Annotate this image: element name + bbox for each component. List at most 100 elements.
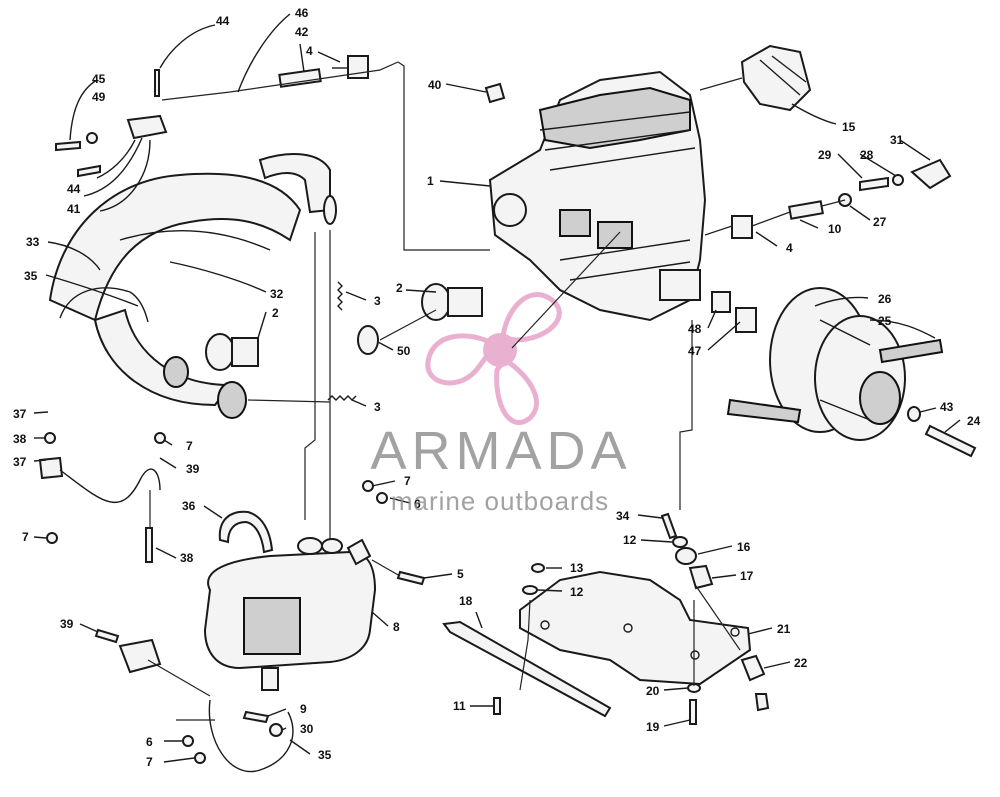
- assembly-lines: [147, 61, 846, 721]
- drive-belt-lower: [726, 398, 802, 424]
- callout-7c: 7: [404, 474, 411, 488]
- callout-48: 48: [688, 322, 702, 336]
- callout-2b: 2: [396, 281, 403, 295]
- callout-19: 20: [646, 684, 660, 698]
- bolt-45: [55, 140, 81, 152]
- propeller-icon: [425, 292, 562, 425]
- callout-22: 24: [967, 414, 981, 428]
- callout-32: 34: [616, 509, 630, 523]
- callout-47: 47: [688, 344, 702, 358]
- washer-12-lower: [522, 585, 538, 595]
- bracket-29: [910, 158, 952, 190]
- callout-20: 21: [777, 622, 791, 636]
- callout-labels: 44 46 42 4 45 49 44 41 40 1 15 29 28 31 …: [13, 6, 981, 769]
- callout-21: 22: [794, 656, 808, 670]
- callout-7a: 7: [22, 530, 29, 544]
- callout-12a: 12: [623, 533, 637, 547]
- mount-16: [688, 564, 714, 590]
- callout-43: 43: [940, 400, 954, 414]
- callout-26: 28: [860, 148, 874, 162]
- stud-27: [859, 176, 889, 192]
- callout-40: 40: [428, 78, 442, 92]
- engine-mount-right: [731, 215, 753, 239]
- callout-8: 8: [393, 620, 400, 634]
- callout-36: 37: [13, 455, 27, 469]
- nut-7-lower: [194, 752, 206, 764]
- callout-18: 19: [646, 720, 660, 734]
- leader-lines: [33, 13, 961, 763]
- washer-12-upper: [672, 536, 688, 548]
- hose-34: [218, 510, 274, 554]
- callout-44b: 44: [67, 182, 81, 196]
- washer-6-lower: [182, 735, 194, 747]
- callout-7b: 7: [186, 439, 193, 453]
- bolt-44-left: [77, 164, 101, 178]
- bolt-18: [689, 699, 697, 725]
- tube-42: [278, 68, 322, 88]
- callout-5: 5: [457, 567, 464, 581]
- bracket-36: [38, 456, 64, 480]
- callout-33: 35: [24, 269, 38, 283]
- engine-block: [488, 70, 707, 322]
- callout-6a: 6: [414, 497, 421, 511]
- washer-49: [86, 132, 98, 144]
- callout-23: 25: [878, 314, 892, 328]
- callout-3a: 3: [374, 294, 381, 308]
- callout-15: 16: [737, 540, 751, 554]
- callout-46: 46: [295, 6, 309, 20]
- muffler-8: [203, 537, 377, 691]
- exhaust-gasket: [357, 325, 379, 355]
- callout-7d: 7: [146, 755, 153, 769]
- callout-34: 36: [182, 499, 196, 513]
- strap-36: [59, 468, 161, 504]
- callout-6b: 6: [146, 735, 153, 749]
- callout-9: 9: [300, 702, 307, 716]
- bolt-21: [754, 693, 770, 712]
- callout-10: 10: [828, 222, 842, 236]
- bracket-5: [346, 538, 372, 566]
- strap-35: [208, 699, 294, 773]
- engine-plate-20: [519, 570, 752, 686]
- washer-28: [269, 723, 283, 737]
- mount-48: [711, 291, 731, 313]
- bolt-44-top: [154, 69, 160, 97]
- callout-38a: 38: [13, 432, 27, 446]
- callout-1: 1: [427, 174, 434, 188]
- nut-13: [531, 563, 545, 573]
- callout-28: 30: [300, 722, 314, 736]
- callout-27: 29: [818, 148, 832, 162]
- bolt-32: [660, 512, 678, 540]
- callout-16: 17: [740, 569, 754, 583]
- callout-44a: 44: [216, 14, 230, 28]
- exhaust-flange-right: [421, 283, 483, 321]
- watermark-subtitle: marine outboards: [390, 486, 610, 516]
- drive-belt: [878, 338, 944, 364]
- callout-3b: 3: [374, 400, 381, 414]
- washer-38: [44, 432, 56, 444]
- bolt-11: [493, 697, 501, 715]
- screw-5: [396, 570, 426, 586]
- callout-35-number: 35: [318, 748, 332, 762]
- washer-26: [892, 174, 904, 186]
- bracket-39-mount: [118, 638, 162, 674]
- mount-21: [740, 654, 766, 682]
- callout-11: 11: [453, 699, 466, 713]
- callout-42: 42: [295, 25, 309, 39]
- callout-13: 13: [570, 561, 584, 575]
- callout-38b: 39: [186, 462, 200, 476]
- clutch-bolt: [924, 424, 977, 458]
- callout-30: 32: [270, 287, 284, 301]
- nut-7-bracket: [154, 432, 166, 444]
- callout-49: 49: [92, 90, 106, 104]
- callout-50: 50: [397, 344, 411, 358]
- callout-41: 41: [67, 202, 81, 216]
- callout-31: 33: [26, 235, 40, 249]
- bolt-37-lower: [145, 527, 153, 563]
- callout-29: 31: [890, 133, 904, 147]
- callout-17: 18: [459, 594, 473, 608]
- nut-7-left: [46, 532, 58, 544]
- callout-14: 15: [842, 120, 856, 134]
- exhaust-flange-left: [205, 333, 259, 371]
